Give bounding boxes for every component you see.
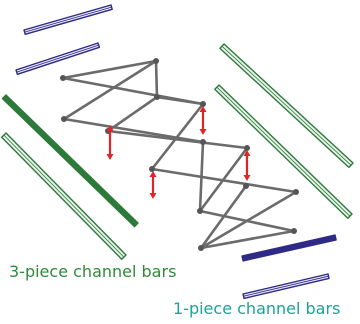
- scissor-beam: [199, 229, 296, 250]
- channel-bar-3piece-right-upper-groove: [221, 45, 352, 166]
- scissor-node: [153, 58, 159, 64]
- channel-bar-1piece-bottom-groove: [243, 275, 329, 297]
- scissor-node: [149, 166, 155, 172]
- scissor-node: [154, 94, 160, 100]
- red-double-arrow-icon: [199, 106, 207, 135]
- red-double-arrow-icon: [243, 150, 251, 181]
- channel-bar-3piece-left-solid-groove: [3, 96, 137, 226]
- channel-bar-1piece-upper-groove: [16, 44, 99, 73]
- arrow-head-down: [199, 129, 207, 135]
- channel-bar-1piece-lower-groove: [242, 237, 336, 259]
- channel-bar-3piece-right-lower: [214, 84, 353, 220]
- channel-bar-3piece-right-upper: [219, 43, 354, 169]
- one-piece-channel-bars-label: 1-piece channel bars: [173, 299, 341, 318]
- scissor-frame: [60, 58, 299, 251]
- arrow-head-down: [149, 193, 157, 199]
- scissor-node: [198, 245, 204, 251]
- arrow-head-up: [149, 171, 157, 177]
- scissor-beam: [106, 95, 159, 133]
- scissor-node: [60, 75, 66, 81]
- channel-bar-3piece-right-lower-groove: [216, 86, 351, 217]
- scissor-beam: [62, 117, 205, 144]
- scissor-beam: [150, 102, 205, 171]
- scissor-node: [197, 208, 203, 214]
- channel-bar-1piece-top-groove: [24, 6, 112, 33]
- scissor-node: [61, 116, 67, 122]
- scissor-node: [200, 101, 206, 107]
- red-double-arrow-icon: [149, 171, 157, 199]
- channel-bar-3piece-left-outline-groove: [3, 134, 125, 258]
- channel-bar-1piece-bottom: [242, 273, 330, 300]
- channel-bar-3piece-left-outline: [1, 132, 127, 260]
- arrow-head-down: [106, 154, 114, 160]
- scissor-beam: [150, 167, 298, 194]
- channel-bar-1piece-lower: [241, 234, 337, 262]
- scissor-beam: [106, 129, 249, 150]
- channel-bar-1piece-top: [23, 4, 113, 35]
- scissor-node: [244, 145, 250, 151]
- three-piece-channel-bars-label: 3-piece channel bars: [9, 262, 177, 281]
- red-double-arrow-icon: [106, 125, 114, 160]
- scissor-beam: [62, 59, 158, 121]
- scissor-beam: [155, 95, 205, 106]
- channel-bar-3piece-left-solid: [1, 94, 139, 228]
- channel-bar-1piece-upper: [15, 42, 101, 76]
- arrow-head-up: [199, 106, 207, 112]
- arrow-head-up: [243, 150, 251, 156]
- scissor-beam: [61, 59, 158, 80]
- arrow-head-up: [106, 125, 114, 131]
- arrow-head-down: [243, 175, 251, 181]
- scissor-node: [293, 189, 299, 195]
- scissor-beam: [199, 190, 298, 250]
- scissor-beam: [154, 59, 159, 99]
- scissor-node: [291, 228, 297, 234]
- scissor-node: [200, 139, 206, 145]
- scissor-node: [243, 183, 249, 189]
